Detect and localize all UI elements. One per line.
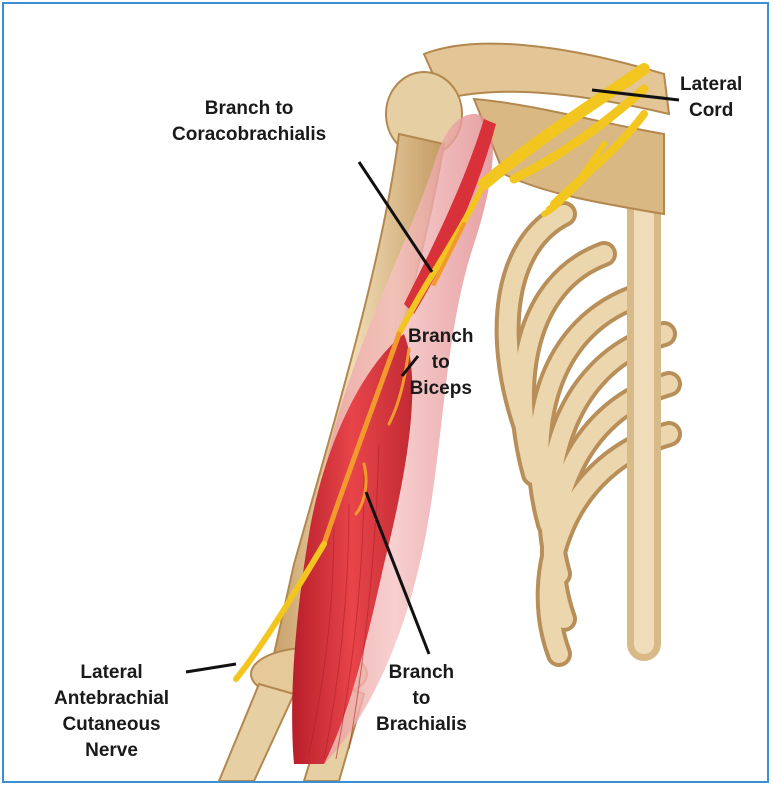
label-branch-coracobrachialis: Branch to Coracobrachialis (172, 96, 326, 148)
label-lateral-cord: Lateral Cord (680, 72, 742, 124)
leader-antebrachial (186, 664, 236, 672)
label-branch-biceps: Branch to Biceps (408, 324, 473, 402)
rib-cage (508, 154, 669, 654)
label-branch-brachialis: Branch to Brachialis (376, 660, 467, 738)
label-lateral-antebrachial-cutaneous-nerve: Lateral Antebrachial Cutaneous Nerve (54, 660, 169, 764)
